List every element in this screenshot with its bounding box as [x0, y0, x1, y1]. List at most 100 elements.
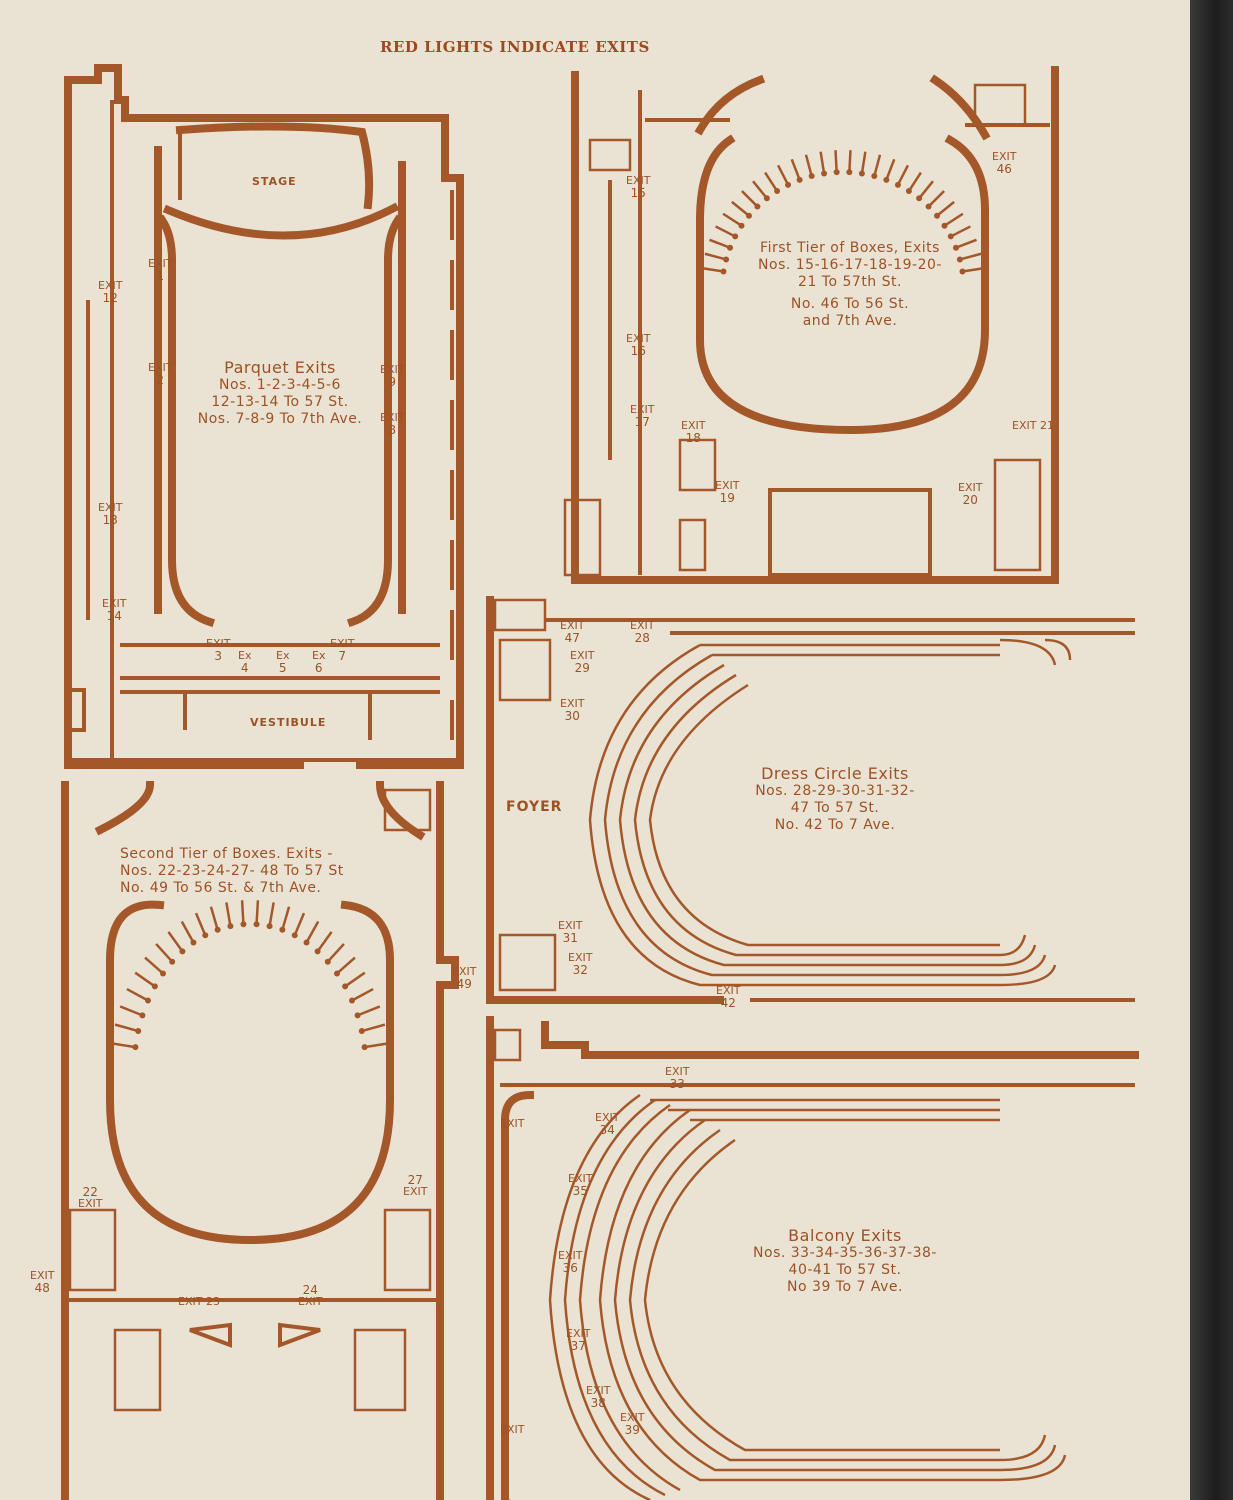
- box-seat: [354, 1012, 361, 1019]
- first-tier-caption: First Tier of Boxes, Exits Nos. 15-16-17…: [745, 240, 955, 330]
- box-partition: [305, 920, 320, 944]
- label-text: No. 46 To 56 St.: [790, 296, 910, 313]
- first-tier-boxes: [701, 150, 985, 275]
- box-seat: [871, 173, 878, 180]
- label-text: EXIT: [630, 619, 655, 632]
- box-partition: [907, 171, 922, 192]
- box-partition: [950, 225, 971, 238]
- label-text: 12: [102, 291, 118, 305]
- box-partition: [111, 1042, 136, 1049]
- label-text: 46: [996, 162, 1012, 176]
- box-seat: [796, 176, 803, 183]
- label-text: 27: [407, 1173, 423, 1187]
- label-text: No. 42 To 7 Ave.: [774, 816, 896, 833]
- box-seat: [151, 983, 158, 990]
- label-text: 4: [240, 661, 249, 675]
- box-seat: [190, 939, 197, 946]
- label-text: First Tier of Boxes, Exits: [760, 240, 940, 256]
- label-text: 21: [1039, 419, 1054, 432]
- box-partition: [336, 956, 356, 975]
- label-text: 42: [720, 996, 736, 1010]
- second-tier-caption: Second Tier of Boxes. Exits - Nos. 22-23…: [120, 846, 400, 896]
- box-partition: [709, 238, 731, 249]
- label-text: 21 To 57th St.: [798, 273, 902, 290]
- label-text: 9: [388, 375, 397, 389]
- box-partition: [351, 987, 374, 1002]
- label-text: 19: [719, 491, 735, 505]
- box-seat: [916, 195, 923, 202]
- label-text: EXIT: [30, 1269, 55, 1282]
- box-seat: [334, 970, 341, 977]
- box-partition: [943, 212, 964, 227]
- box-partition: [119, 1005, 143, 1017]
- box-seat: [738, 222, 745, 229]
- box-partition: [293, 912, 306, 936]
- label-text: EXIT: [148, 361, 173, 374]
- box-seat: [956, 256, 963, 263]
- label-text: EXIT: [102, 597, 127, 610]
- box-seat: [159, 970, 166, 977]
- box-seat: [342, 983, 349, 990]
- box-partition: [209, 906, 219, 931]
- box-seat: [361, 1044, 368, 1051]
- second-tier-boxes: [111, 900, 389, 1051]
- balcony-caption: Balcony Exits Nos. 33-34-35-36-37-38- 40…: [730, 1226, 960, 1296]
- label-text: EXIT: [98, 501, 123, 514]
- label-text: and 7th Ave.: [802, 313, 898, 330]
- label-text: EXIT: [568, 951, 593, 964]
- foyer-label: FOYER: [506, 799, 563, 815]
- box-partition: [776, 164, 790, 186]
- box-partition: [701, 266, 724, 273]
- label-text: EXIT: [570, 649, 595, 662]
- label-text: EXIT: [560, 619, 585, 632]
- label-text: Ex: [276, 649, 290, 662]
- label-text: 20: [962, 493, 978, 507]
- box-partition: [144, 956, 164, 975]
- box-partition: [357, 1005, 381, 1017]
- box-seat: [240, 921, 247, 928]
- label-text: 14: [106, 609, 122, 623]
- box-partition: [731, 200, 750, 217]
- label-text: 2: [156, 373, 165, 387]
- box-partition: [955, 238, 977, 249]
- label-text: 15: [630, 186, 646, 200]
- box-seat: [720, 268, 727, 275]
- exit-balcony-left-bottom: EXIT: [500, 1424, 524, 1435]
- label-text: 31: [562, 931, 578, 945]
- label-text: EXIT: [568, 1172, 593, 1185]
- box-seat: [202, 932, 209, 939]
- label-text: 40-41 To 57 St.: [788, 1261, 902, 1278]
- label-text: 18: [685, 431, 701, 445]
- box-partition: [268, 902, 275, 927]
- box-seat: [785, 181, 792, 188]
- label-text: EXIT: [626, 332, 651, 345]
- label-text: Nos. 33-34-35-36-37-38-: [753, 1245, 937, 1262]
- box-seat: [934, 212, 941, 219]
- label-text: 33: [669, 1077, 685, 1091]
- box-partition: [804, 154, 813, 177]
- box-partition: [240, 900, 245, 925]
- box-partition: [361, 1023, 386, 1033]
- page-header: RED LIGHTS INDICATE EXITS: [380, 38, 650, 56]
- label-text: EXIT: [298, 1295, 323, 1308]
- box-partition: [316, 931, 333, 953]
- label-text: EXIT: [1012, 419, 1037, 432]
- box-partition: [873, 154, 882, 177]
- box-seat: [947, 233, 954, 240]
- label-text: EXIT: [206, 637, 231, 650]
- label-text: No 39 To 7 Ave.: [787, 1278, 903, 1295]
- box-partition: [962, 266, 985, 273]
- label-text: EXIT: [380, 363, 405, 376]
